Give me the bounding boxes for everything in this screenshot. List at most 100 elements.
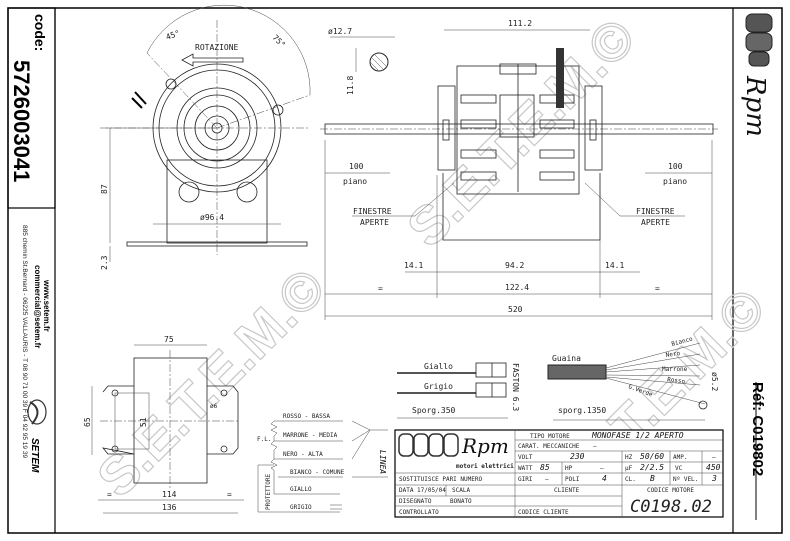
wiring-marrone-media: MARRONE - MEDIA [283, 432, 338, 439]
hz-label: HZ [625, 454, 633, 461]
volt-value: 230 [570, 452, 585, 461]
brand-subtitle: motori elettrici [456, 463, 514, 470]
svg-text:SETEM: SETEM [29, 438, 40, 473]
motor-type-label: TIPO MOTORE [530, 433, 570, 440]
faston-leads: Giallo Grigio FASTON 6.3 Sporg.350 [397, 362, 520, 419]
fl-label: F.L. [257, 436, 271, 443]
rpm-logo: Rpm [398, 433, 509, 458]
windows-right-label-2: APERTE [641, 218, 670, 227]
volt-label: VOLT [518, 454, 533, 461]
amp-value: — [712, 454, 716, 461]
dim-flat-right: 100 [668, 162, 683, 171]
class-value: B [650, 474, 655, 483]
date-value: 17/05/04 [417, 487, 446, 494]
dim-94-2: 94.2 [505, 261, 524, 270]
uf-label: µF [625, 465, 633, 472]
rpm-coils-logo [745, 13, 773, 67]
dim-14-1-left: 14.1 [404, 261, 423, 270]
hp-value: — [600, 465, 604, 472]
wiring-diagram: ROSSO - BASSA MARRONE - MEDIA NERO - ALT… [257, 413, 388, 513]
amp-label: AMP. [673, 454, 687, 461]
class-label: CL. [625, 476, 636, 483]
rpm-brand: Rpm [740, 75, 770, 137]
right-strip: Rpm Réf: C019802 [740, 13, 773, 520]
code-box [7, 7, 56, 209]
lead-wires [556, 48, 564, 108]
hp-label: HP [565, 465, 573, 472]
wiring-bianco-comune: BIANCO - COMUNE [290, 469, 345, 476]
line-label: LINEA [378, 450, 387, 474]
wiring-giallo: GIALLO [290, 486, 312, 493]
windows-left-label: FINESTRE [353, 207, 392, 216]
wire-nero-label: Nero [665, 350, 681, 359]
speeds-label: Nº VEL. [673, 476, 698, 483]
drawn-by-label: DISEGNATO [399, 498, 432, 505]
flat-right-label: piano [663, 177, 687, 186]
client-code-label: CODICE CLIENTE [518, 509, 569, 516]
wiring-nero-alta: NERO - ALTA [283, 451, 323, 458]
eyelet-diameter: ø5.2 [710, 372, 719, 391]
front-view: 45° 75° ROTAZIONE 87 2.3 ø96.4 [100, 4, 311, 270]
rpm-label: GIRI [518, 476, 533, 483]
dim-75: 75 [164, 335, 174, 344]
reference-number: Réf: C019802 [749, 382, 766, 476]
protector-label: PROTETTORE [265, 473, 272, 510]
dim-equal-left: = [378, 284, 383, 293]
windows-left-label-2: APERTE [360, 218, 389, 227]
wire-rosso-label: Rosso [667, 376, 686, 385]
client-label: CLIENTE [554, 487, 580, 494]
watt-value: 85 [540, 463, 550, 472]
wire-grigio-label: Grigio [424, 382, 453, 391]
wire-giallo-label: Giallo [424, 362, 453, 371]
sheath-label: Guaina [552, 354, 581, 363]
company-address: 885 chemin St.Bernard - 06225 VALLAURIS … [21, 225, 28, 458]
uf-value: 2/2.5 [640, 463, 664, 472]
dim-136: 136 [162, 503, 177, 512]
cable-length-label: sporg.1350 [558, 406, 606, 415]
dim-hole-6: ø6 [210, 403, 218, 410]
date-label: DATA [399, 487, 414, 494]
plan-view: 75 65 51 ø6 = 114 = 136 [83, 335, 244, 514]
shaft-section [369, 52, 389, 72]
poles-label: POLI [565, 476, 580, 483]
sheath [547, 364, 607, 380]
rotation-arrow-icon [181, 53, 244, 67]
faston-label: FASTON 6.3 [511, 363, 520, 411]
windows-right-label: FINESTRE [636, 207, 675, 216]
website-link[interactable]: www.setem.fr [42, 279, 51, 332]
mech-char-label: CARAT. MECCANICHE [518, 443, 580, 450]
hz-value: 50/60 [640, 452, 664, 461]
speeds-value: 3 [711, 474, 717, 483]
motor-type-value: MONOFASE 1/2 APERTO [591, 431, 684, 440]
dim-shaft-diameter: ø12.7 [328, 27, 352, 36]
scale-label: SCALA [452, 487, 470, 494]
dim-equal-right: = [227, 490, 232, 499]
left-strip: code: 5726003041 www.setem.fr commercial… [7, 7, 56, 473]
title-block: Rpm motori elettrici TIPO MOTORE MONOFAS… [394, 429, 724, 518]
vc-value: 450 [706, 463, 721, 472]
mech-char-value: — [593, 443, 597, 450]
poles-value: 4 [602, 474, 607, 483]
dim-65: 65 [83, 417, 92, 427]
code-label: code: [32, 14, 48, 51]
svg-text:Rpm: Rpm [461, 434, 509, 458]
motor-code-label: CODICE MOTORE [647, 487, 694, 494]
dim-height-87: 87 [100, 184, 109, 194]
dim-114: 114 [162, 490, 177, 499]
motor-code-value: C0198.02 [630, 497, 712, 517]
dim-equal-left: = [107, 490, 112, 499]
side-view: 111.2 ø12.7 11.8 100 piano 100 piano FIN… [320, 19, 718, 320]
setem-logo: SETEM [27, 399, 47, 473]
email-link[interactable]: commercial@setem.fr [33, 265, 42, 348]
faston-length-label: Sporg.350 [412, 406, 456, 415]
watt-label: WATT [518, 465, 533, 472]
wire-marrone-label: Marrone [662, 366, 688, 373]
product-code: 5726003041 [9, 60, 34, 182]
rpm-value: — [545, 476, 549, 483]
dim-14-1-right: 14.1 [605, 261, 624, 270]
dim-flat-left: 100 [349, 162, 364, 171]
dim-equal-right: = [655, 284, 660, 293]
flat-left-label: piano [343, 177, 367, 186]
drawn-by-value: BONATO [450, 498, 472, 505]
